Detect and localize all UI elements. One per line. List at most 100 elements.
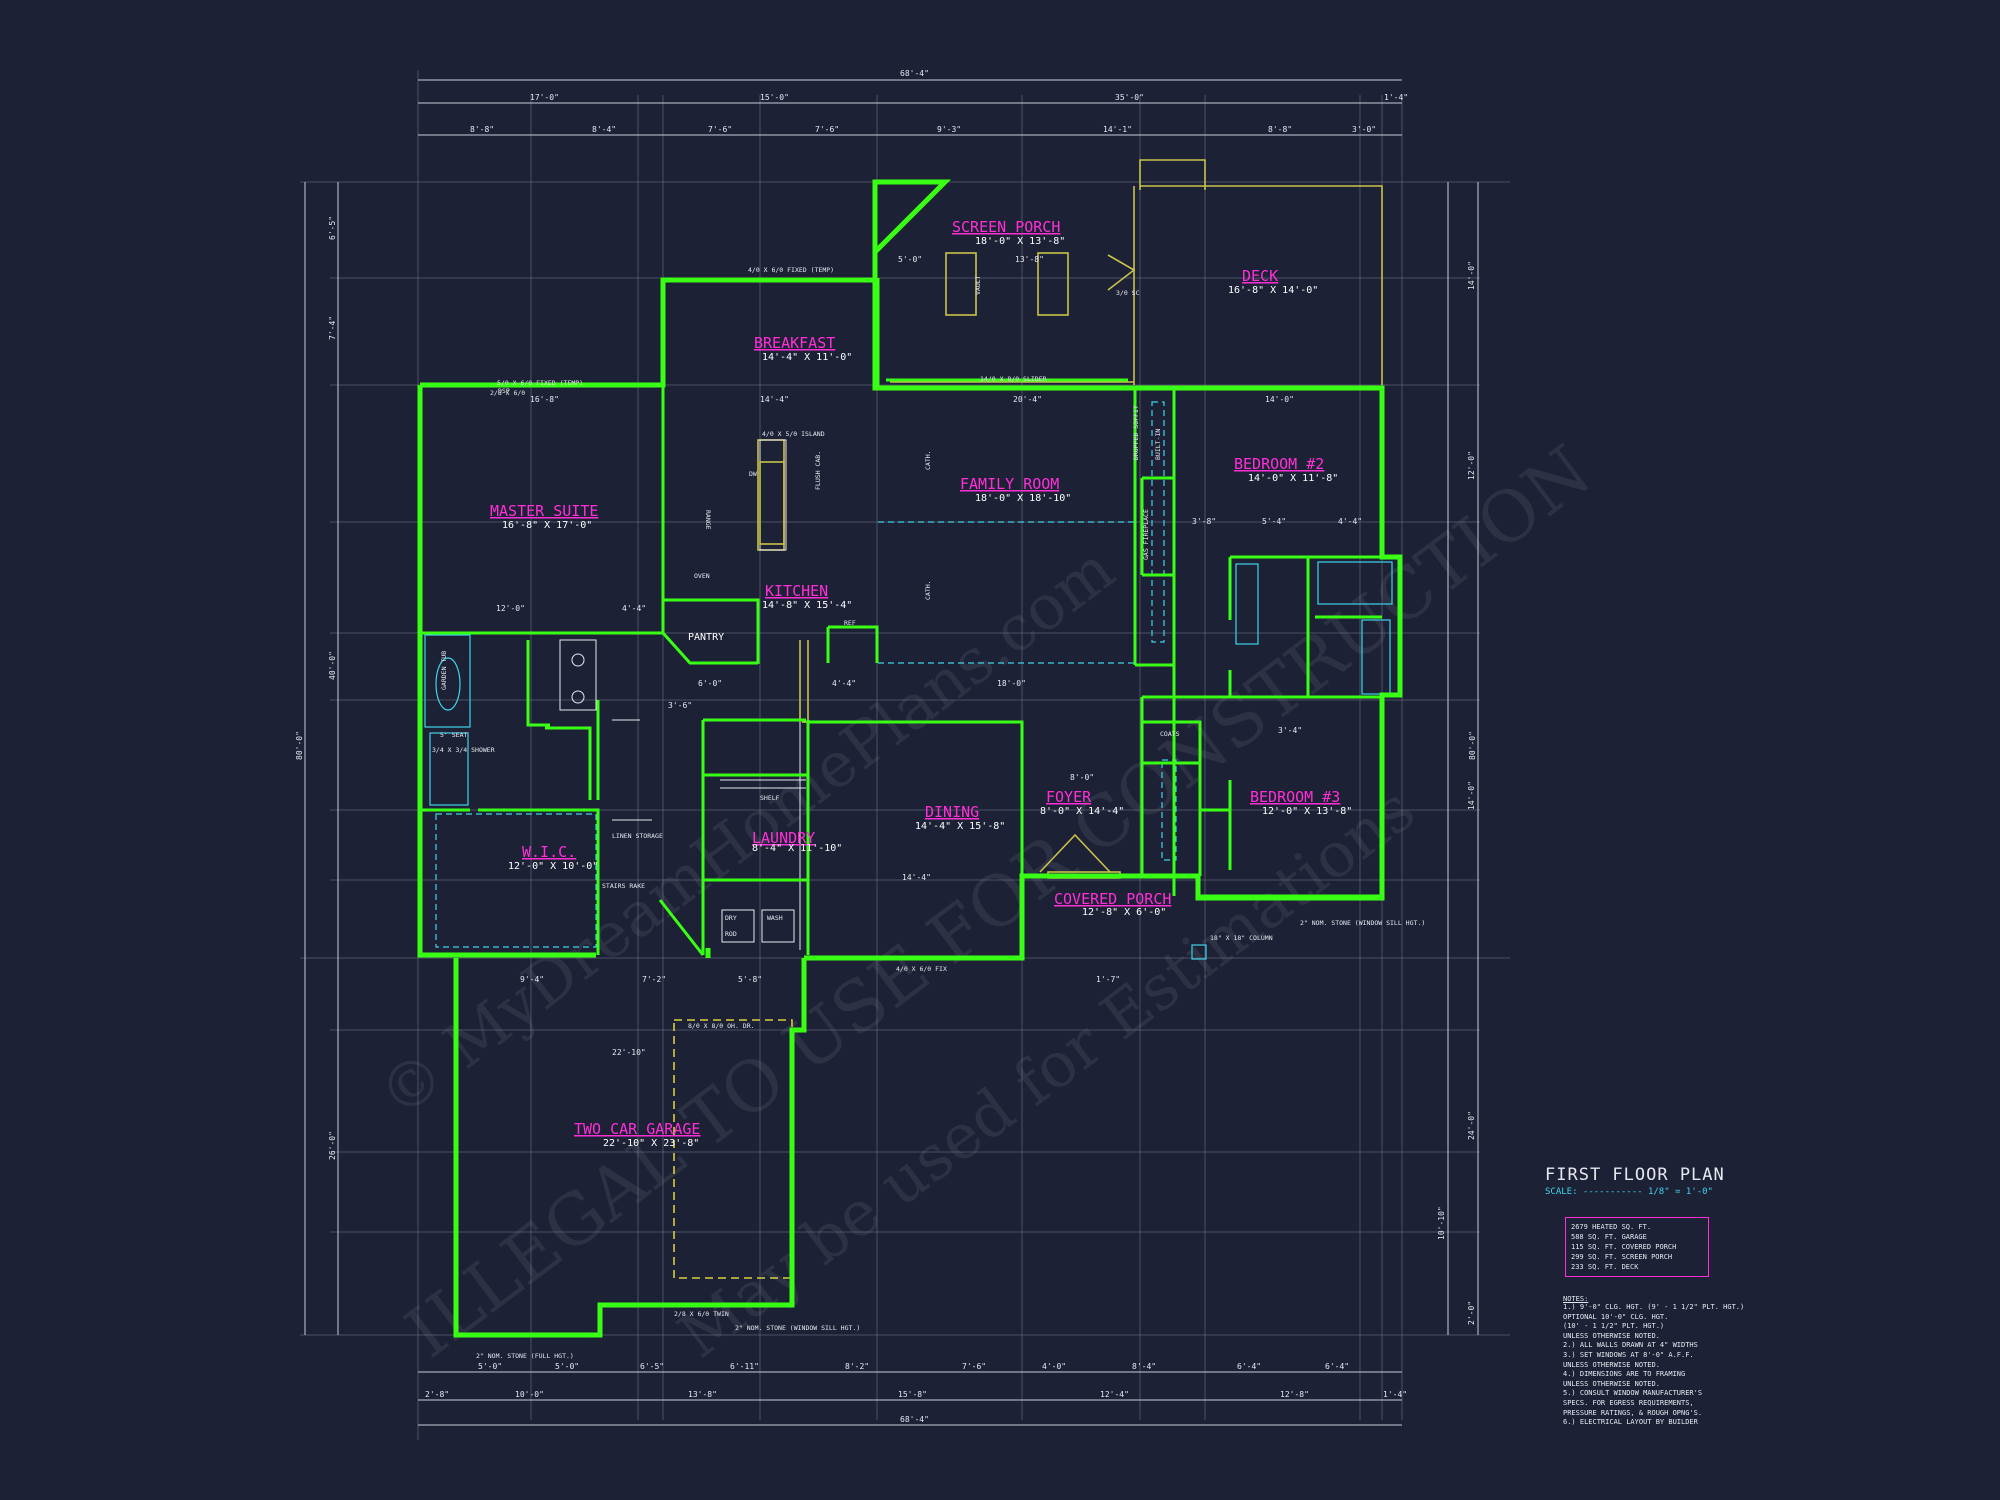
room-size-covered-porch: 12'-8" X 6'-0" [1082, 907, 1166, 918]
note-window-master-fixed: 5/0 X 6/0 FIXED (TEMP) [497, 379, 583, 387]
area-garage: 588 SQ. FT. GARAGE [1571, 1233, 1647, 1241]
dim-left-4: 26'-0" [328, 1131, 337, 1160]
area-deck: 233 SQ. FT. DECK [1571, 1263, 1639, 1271]
note-range: RANGE [704, 510, 712, 530]
dim-int-20: 3'-6" [668, 701, 692, 710]
room-name-covered-porch: COVERED PORCH [1054, 890, 1171, 908]
room-labels: SCREEN PORCH 18'-0" X 13'-8" DECK 16'-8"… [490, 218, 1352, 1149]
dim-top2-3: 7'-6" [708, 125, 732, 134]
note-dsp-master: DSP [498, 387, 510, 395]
note-line: (10' - 1 1/2" PLT. HGT.) [1563, 1322, 1665, 1331]
dim-right-4: 24'-0" [1467, 1111, 1476, 1140]
dim-bot2-8: 8'-4" [1132, 1362, 1156, 1371]
room-size-deck: 16'-8" X 14'-0" [1228, 285, 1318, 296]
title-block: FIRST FLOOR PLAN SCALE: ----------- 1/8"… [1545, 1165, 1785, 1428]
room-name-bedroom-2: BEDROOM #2 [1234, 455, 1324, 473]
note-seat: 5' SEAT [440, 731, 467, 739]
dim-right-2: 12'-0" [1467, 451, 1476, 480]
dim-overall-width-top: 68'-4" [900, 69, 929, 78]
room-name-family-room: FAMILY ROOM [960, 475, 1059, 493]
dim-int-0: 16'-8" [530, 395, 559, 404]
dim-left-3: 40'-0" [328, 651, 337, 680]
note-window-garage-twin: 2/8 X 6/0 TWIN [674, 1310, 729, 1318]
dim-top-3: 35'-0" [1115, 93, 1144, 102]
dim-bot-3: 13'-8" [688, 1390, 717, 1399]
room-name-foyer: FOYER [1046, 788, 1092, 806]
dim-right-3: 14'-0" [1467, 781, 1476, 810]
note-shower: 3/4 X 3/4 SHOWER [432, 746, 495, 754]
note-line: 2.) ALL WALLS DRAWN AT 4" WIDTHS [1563, 1341, 1698, 1350]
note-linen: LINEN STORAGE [612, 832, 663, 840]
exterior-walls [417, 179, 1403, 1338]
note-window-dining: 4/0 X 6/0 FIX [896, 965, 947, 973]
dim-bot-1: 2'-8" [425, 1390, 449, 1399]
dim-bot-5: 12'-4" [1100, 1390, 1129, 1399]
dim-overall-depth-left: 80'-0" [295, 731, 304, 760]
dim-int-21: 3'-4" [1278, 726, 1302, 735]
dim-int-11: 3'-8" [1192, 517, 1216, 526]
note-line: UNLESS OTHERWISE NOTED. [1563, 1360, 1660, 1369]
notes-heading: NOTES: [1563, 1295, 1589, 1303]
dim-bot2-7: 4'-0" [1042, 1362, 1066, 1371]
plan-scale: SCALE: ----------- 1/8" = 1'-0" [1545, 1187, 1713, 1197]
room-name-kitchen: KITCHEN [765, 582, 828, 600]
dim-int-10: 18'-0" [997, 679, 1026, 688]
dim-int-14: 8'-0" [1070, 773, 1094, 782]
dim-int-1: 12'-0" [496, 604, 525, 613]
dim-int-17: 7'-2" [642, 975, 666, 984]
dim-top-2: 15'-0" [760, 93, 789, 102]
room-name-breakfast: BREAKFAST [754, 334, 835, 352]
note-line: PRESSURE RATINGS, & ROUGH OPNG'S. [1563, 1408, 1703, 1417]
note-flush-cab: FLUSH CAB. [814, 451, 822, 490]
dim-right-5: 10'-10" [1437, 1206, 1446, 1240]
note-3-0-sc: 3/0 SC [1116, 289, 1140, 297]
dim-int-5: 14'-0" [1265, 395, 1294, 404]
note-garden-tub: GARDEN TUB [440, 651, 448, 690]
note-stone-sill: 2" NOM. STONE (WINDOW SILL HGT.) [735, 1324, 860, 1332]
note-dw: DW [749, 470, 757, 478]
note-built-in: BUILT-IN [1154, 429, 1162, 460]
dim-top2-5: 9'-3" [937, 125, 961, 134]
dim-overall-width-bottom: 68'-4" [900, 1415, 929, 1424]
note-stairs: STAIRS RAKE [602, 882, 645, 890]
room-size-wic: 12'-0" X 10'-0" [508, 861, 598, 872]
note-coats: COATS [1160, 730, 1180, 738]
dim-bot2-6: 7'-6" [962, 1362, 986, 1371]
dim-int-8: 6'-0" [698, 679, 722, 688]
note-line: 1.) 9'-0" CLG. HGT. (9' - 1 1/2" PLT. HG… [1563, 1303, 1745, 1311]
dim-overall-depth-right: 80'-0" [1468, 731, 1477, 760]
note-vault: VAULT [974, 275, 982, 295]
dim-bot2-4: 6'-11" [730, 1362, 759, 1371]
note-line: OPTIONAL 10'-0" CLG. HGT. [1563, 1312, 1669, 1321]
note-garage-door: 8/0 X 8/0 OH. DR. [688, 1022, 755, 1030]
note-line: SPECS. FOR EGRESS REQUIREMENTS, [1563, 1398, 1694, 1407]
room-name-laundry: LAUNDRY [752, 829, 815, 847]
dim-bot2-5: 8'-2" [845, 1362, 869, 1371]
dim-bot-4: 15'-8" [898, 1390, 927, 1399]
dim-top-4: 1'-4" [1384, 93, 1408, 102]
room-size-bedroom-2: 14'-0" X 11'-8" [1248, 473, 1338, 484]
room-name-dining: DINING [925, 803, 979, 821]
note-ref: REF [844, 619, 856, 627]
dim-int-3: 14'-4" [760, 395, 789, 404]
note-line: UNLESS OTHERWISE NOTED. [1563, 1331, 1660, 1340]
dim-int-12: 5'-4" [1262, 517, 1286, 526]
room-size-screen-porch: 18'-0" X 13'-8" [975, 236, 1065, 247]
note-column: 18" X 18" COLUMN [1210, 934, 1273, 942]
dim-int-18: 5'-8" [738, 975, 762, 984]
area-screen-porch: 299 SQ. FT. SCREEN PORCH [1571, 1253, 1673, 1261]
dim-top2-7: 8'-8" [1268, 125, 1292, 134]
room-name-wic: W.I.C. [522, 843, 576, 861]
dim-int-19: 9'-4" [520, 975, 544, 984]
dim-bot-2: 10'-0" [515, 1390, 544, 1399]
note-line: 6.) ELECTRICAL LAYOUT BY BUILDER [1563, 1418, 1698, 1427]
room-size-bedroom-3: 12'-0" X 13'-8" [1262, 806, 1352, 817]
room-size-family-room: 18'-0" X 18'-10" [975, 493, 1071, 504]
room-size-master-suite: 16'-8" X 17'-0" [502, 520, 592, 531]
dim-int-13: 4'-4" [1338, 517, 1362, 526]
note-line: 5.) CONSULT WINDOW MANUFACTURER'S [1563, 1389, 1703, 1398]
note-fireplace: GAS FIREPLACE [1142, 509, 1150, 560]
dim-bot2-9: 6'-4" [1237, 1362, 1261, 1371]
note-dry: DRY [725, 914, 737, 922]
